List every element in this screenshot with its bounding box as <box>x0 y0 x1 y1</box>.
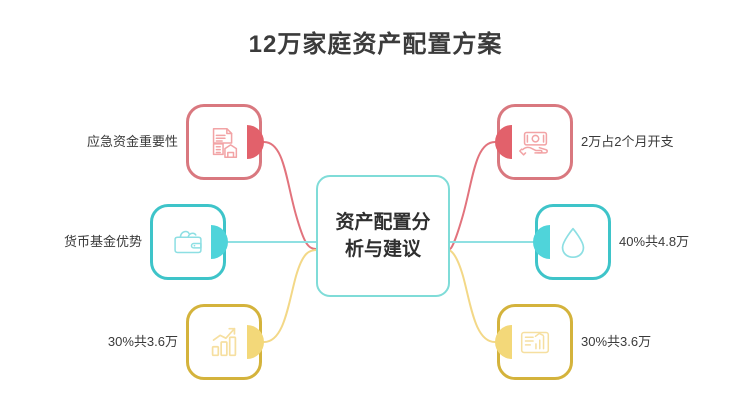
branch-node-emergency-fund[interactable]: 应急资金重要性 <box>87 104 264 180</box>
branch-node-two-months-expense[interactable]: 2万占2个月开支 <box>495 104 673 180</box>
report-card-icon <box>520 331 550 354</box>
branch-node-label: 应急资金重要性 <box>86 134 178 149</box>
link-node-0-to-center <box>263 141 317 250</box>
connector-nub <box>533 225 550 259</box>
cash-in-hand-icon <box>519 131 548 156</box>
water-drop-icon <box>561 227 585 259</box>
branch-node-thirty-percent-report[interactable]: 30%共3.6万 <box>495 304 651 380</box>
connector-nub <box>247 125 264 159</box>
connector-nub <box>211 225 228 259</box>
link-node-1-to-center <box>449 141 496 250</box>
center-node[interactable]: 资产配置分析与建议 <box>316 175 450 297</box>
connector-nub <box>247 325 264 359</box>
branch-node-label: 30%共3.6万 <box>107 334 178 349</box>
branch-node-label: 2万占2个月开支 <box>581 134 674 149</box>
center-node-label: 资产配置分析与建议 <box>335 212 431 260</box>
link-node-5-to-center <box>447 249 496 343</box>
page-title: 12万家庭资产配置方案 <box>248 31 503 58</box>
branch-node-forty-percent[interactable]: 40%共4.8万 <box>533 204 689 280</box>
branch-node-label: 30%共3.6万 <box>581 334 652 349</box>
link-node-4-to-center <box>263 249 319 343</box>
branch-node-thirty-percent-growth[interactable]: 30%共3.6万 <box>108 304 264 380</box>
document-contract-icon <box>212 127 238 158</box>
branch-node-label: 40%共4.8万 <box>619 234 690 249</box>
growth-chart-icon <box>211 327 237 357</box>
branch-node-money-fund-advantage[interactable]: 货币基金优势 <box>64 204 228 280</box>
connector-nub <box>495 125 512 159</box>
branch-node-label: 货币基金优势 <box>63 234 142 249</box>
connector-nub <box>495 325 512 359</box>
wallet-icon <box>174 230 202 254</box>
